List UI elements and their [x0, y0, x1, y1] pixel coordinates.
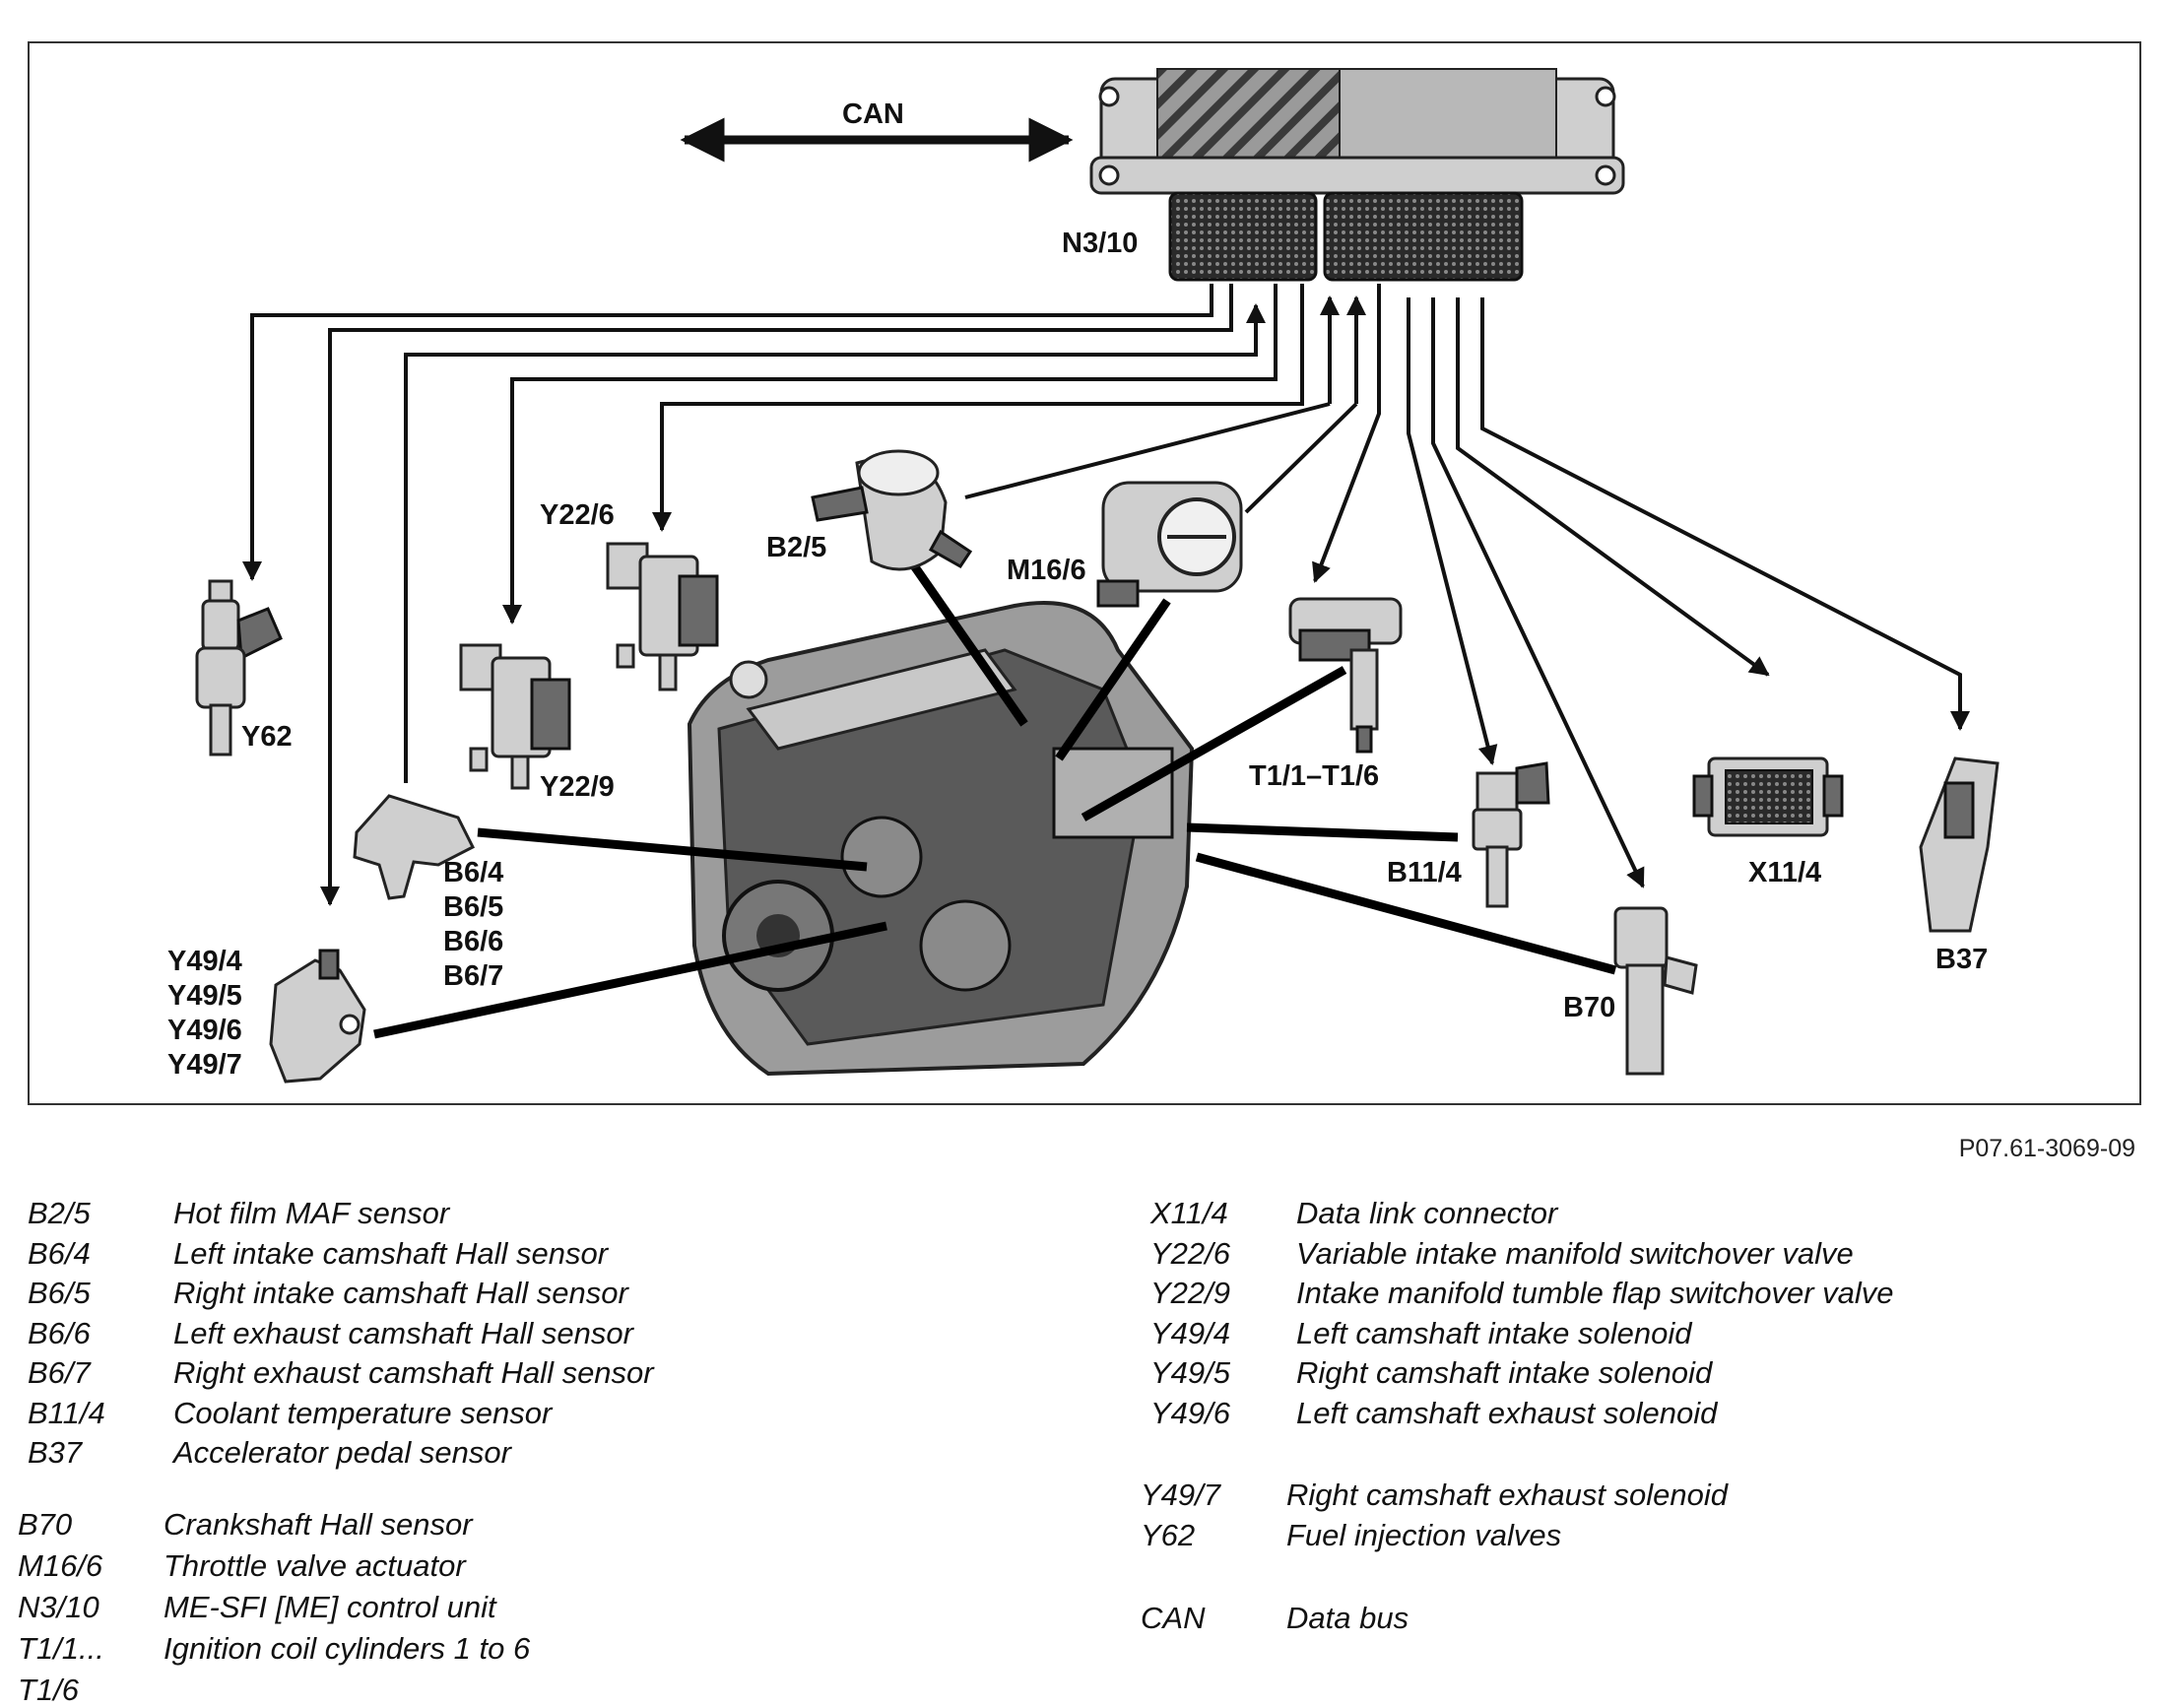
legend-code: Y62: [1141, 1518, 1196, 1552]
legend-description: Right intake camshaft Hall sensor: [173, 1276, 628, 1310]
fuel-injector-part: Y62: [195, 579, 293, 756]
legend-code: M16/6: [18, 1548, 103, 1583]
figure-reference-code: P07.61-3069-09: [1958, 1135, 2135, 1162]
legend-description: Intake manifold tumble flap switchover v…: [1296, 1276, 1894, 1310]
legend-description: Left camshaft exhaust solenoid: [1296, 1395, 1718, 1430]
engine-assembly: [687, 601, 1195, 1077]
legend-code: Y49/5: [1150, 1355, 1231, 1390]
legend-description: Right exhaust camshaft Hall sensor: [173, 1355, 654, 1390]
camshaft-solenoid-part: Y49/4 Y49/5 Y49/6 Y49/7: [167, 946, 366, 1084]
y22-6-label: Y22/6: [540, 499, 615, 531]
b2-5-label: B2/5: [766, 532, 826, 563]
legend-description: Variable intake manifold switchover valv…: [1296, 1235, 1854, 1271]
legend-description: Throttle valve actuator: [164, 1548, 466, 1583]
intake-switchover-valve-part: Y22/6: [540, 499, 719, 691]
legend-code: T1/1...: [18, 1631, 104, 1666]
x11-4-label: X11/4: [1748, 857, 1821, 888]
legend-code: Y22/6: [1150, 1235, 1231, 1271]
legend-description: Data link connector: [1296, 1196, 1558, 1230]
maf-sensor-part: B2/5: [766, 449, 973, 571]
legend-description: Data bus: [1286, 1601, 1409, 1635]
y49-6-label: Y49/6: [167, 1015, 242, 1046]
y49-7-label: Y49/7: [167, 1049, 242, 1081]
legend-code: Y49/7: [1141, 1478, 1221, 1512]
legend-code: T1/6: [18, 1673, 80, 1707]
legend-description: Coolant temperature sensor: [173, 1395, 553, 1430]
legend-code: B6/4: [28, 1235, 91, 1271]
crankshaft-sensor-part: B70: [1563, 906, 1698, 1076]
can-bus-arrow: CAN: [680, 99, 1074, 163]
pointer-lines: [373, 558, 1617, 1039]
b6-7-label: B6/7: [443, 960, 503, 992]
b6-5-label: B6/5: [443, 891, 503, 923]
legend-description: Left exhaust camshaft Hall sensor: [173, 1315, 633, 1350]
legend-description: Left intake camshaft Hall sensor: [173, 1235, 609, 1271]
legend-description: Fuel injection valves: [1286, 1518, 1562, 1552]
y62-label: Y62: [241, 721, 293, 753]
legend-description: Right camshaft exhaust solenoid: [1286, 1478, 1729, 1512]
legend-description: ME-SFI [ME] control unit: [164, 1590, 496, 1624]
legend-code: B70: [18, 1507, 73, 1542]
b11-4-label: B11/4: [1387, 857, 1462, 888]
ecu-label: N3/10: [1062, 228, 1138, 259]
legend-code: B6/6: [28, 1315, 91, 1350]
legend-code: B6/7: [28, 1355, 91, 1390]
camshaft-sensor-part: B6/4 B6/5 B6/6 B6/7: [353, 794, 503, 992]
legend-description: Right camshaft intake solenoid: [1296, 1355, 1713, 1390]
legend-code: X11/4: [1150, 1196, 1228, 1230]
y22-9-label: Y22/9: [540, 771, 615, 803]
legend-code: B37: [28, 1435, 83, 1470]
ecu-wires: [242, 284, 1970, 906]
legend-code: CAN: [1141, 1601, 1206, 1635]
b37-label: B37: [1935, 944, 1988, 975]
legend-code: B11/4: [28, 1395, 105, 1430]
legend-description: Left camshaft intake solenoid: [1296, 1315, 1692, 1350]
ignition-coil-part: T1/1–T1/6: [1249, 597, 1403, 792]
legend-code: N3/10: [18, 1590, 99, 1624]
legend-description: Hot film MAF sensor: [173, 1196, 450, 1230]
data-link-connector-part: X11/4: [1692, 756, 1844, 888]
tumble-flap-valve-part: Y22/9: [459, 643, 615, 803]
b6-6-label: B6/6: [443, 926, 503, 957]
legend-code: B2/5: [28, 1196, 91, 1230]
y49-4-label: Y49/4: [167, 946, 242, 977]
legend-code: Y49/4: [1150, 1315, 1231, 1350]
legend-code: B6/5: [28, 1276, 91, 1310]
coolant-sensor-part: B11/4: [1387, 761, 1550, 908]
y49-5-label: Y49/5: [167, 980, 242, 1012]
throttle-actuator-part: M16/6: [1007, 481, 1243, 608]
legend-description: Ignition coil cylinders 1 to 6: [164, 1631, 531, 1666]
b6-4-label: B6/4: [443, 857, 503, 888]
t1-label: T1/1–T1/6: [1249, 760, 1379, 792]
accelerator-pedal-part: B37: [1919, 756, 1999, 975]
legend-code: Y49/6: [1150, 1395, 1231, 1430]
legend-code: Y22/9: [1150, 1276, 1231, 1310]
m16-6-label: M16/6: [1007, 555, 1086, 586]
legend-description: Crankshaft Hall sensor: [164, 1507, 473, 1542]
b70-label: B70: [1563, 992, 1615, 1023]
can-label: CAN: [842, 99, 904, 130]
ecu-control-unit: N3/10: [1062, 68, 1625, 282]
legend-description: Accelerator pedal sensor: [173, 1435, 511, 1470]
